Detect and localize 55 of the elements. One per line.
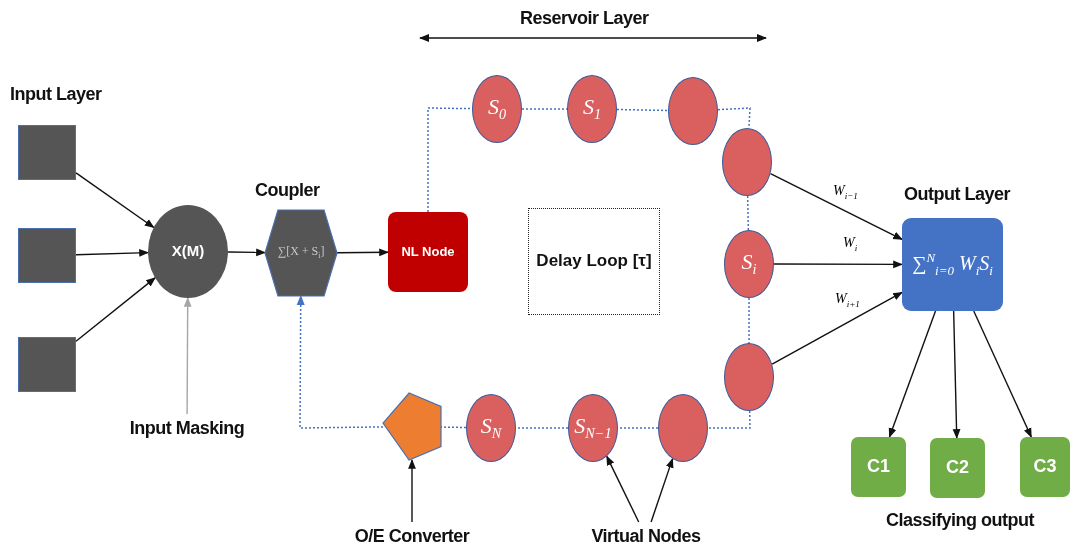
leader-arrow [408, 459, 416, 523]
input-square [18, 228, 76, 283]
weight-label: W$_{i−1}$ [832, 184, 859, 201]
virtual-node-circle [658, 394, 708, 462]
dotted-connector [616, 108, 669, 112]
node-label: NL Node [401, 244, 455, 260]
input-square [18, 125, 76, 180]
arrow [888, 310, 937, 438]
leader-arrow [183, 297, 192, 415]
arrow [973, 310, 1032, 438]
layer-heading: Coupler [255, 180, 320, 201]
nonlinear-node-box [388, 212, 468, 292]
arrow [771, 291, 903, 365]
annotation-text: Virtual Nodes [591, 527, 701, 547]
annotation-text: Input Masking [129, 419, 245, 439]
arrow [952, 310, 961, 439]
dotted-connector [427, 107, 473, 213]
arrow [75, 248, 149, 257]
dotted-connector [746, 195, 750, 231]
arrow [75, 172, 155, 229]
math-symbol: ∑$^{N}$$_{i=0}$ W$_{i}$S$_{i}$ [912, 251, 993, 278]
weight-label: W$_{i}$ [842, 236, 859, 253]
section-heading: Classifying output [886, 510, 1034, 531]
arrow [336, 248, 389, 257]
arrow [75, 277, 156, 342]
arrow [773, 260, 903, 269]
weight-label: W$_{i+1}$ [834, 292, 861, 309]
class-box [1020, 437, 1070, 497]
math-symbol: S$_{N}$ [480, 413, 502, 443]
layer-heading: Output Layer [904, 184, 1010, 205]
dotted-connector [707, 410, 751, 429]
annotation-text: O/E Converter [354, 527, 470, 547]
arrow [227, 248, 266, 257]
class-box [930, 438, 985, 498]
delay-loop-box [528, 208, 660, 315]
class-box [851, 437, 906, 497]
math-symbol: S$_{N−1}$ [574, 413, 612, 443]
node-label: C1 [867, 457, 890, 477]
math-symbol: S$_{0}$ [487, 94, 507, 124]
sum-formula: ∑[X + S$_{i}$] [277, 245, 325, 261]
dotted-connector [717, 107, 751, 129]
virtual-node-circle [568, 394, 618, 462]
leader-arrow [650, 457, 674, 523]
dotted-connector [515, 427, 569, 429]
node-label: X(M) [171, 243, 205, 260]
node-label: C3 [1033, 457, 1057, 477]
section-heading: Input Layer [10, 84, 102, 105]
node-label: Delay Loop [τ] [536, 252, 652, 271]
input-square [18, 337, 76, 392]
node-label: C2 [946, 458, 969, 478]
section-heading: Reservoir Layer [520, 8, 649, 29]
math-symbol: S$_{1}$ [582, 94, 602, 124]
dotted-connector [617, 427, 659, 429]
math-symbol: S$_{i}$ [741, 249, 757, 279]
leader-arrow [606, 455, 640, 523]
